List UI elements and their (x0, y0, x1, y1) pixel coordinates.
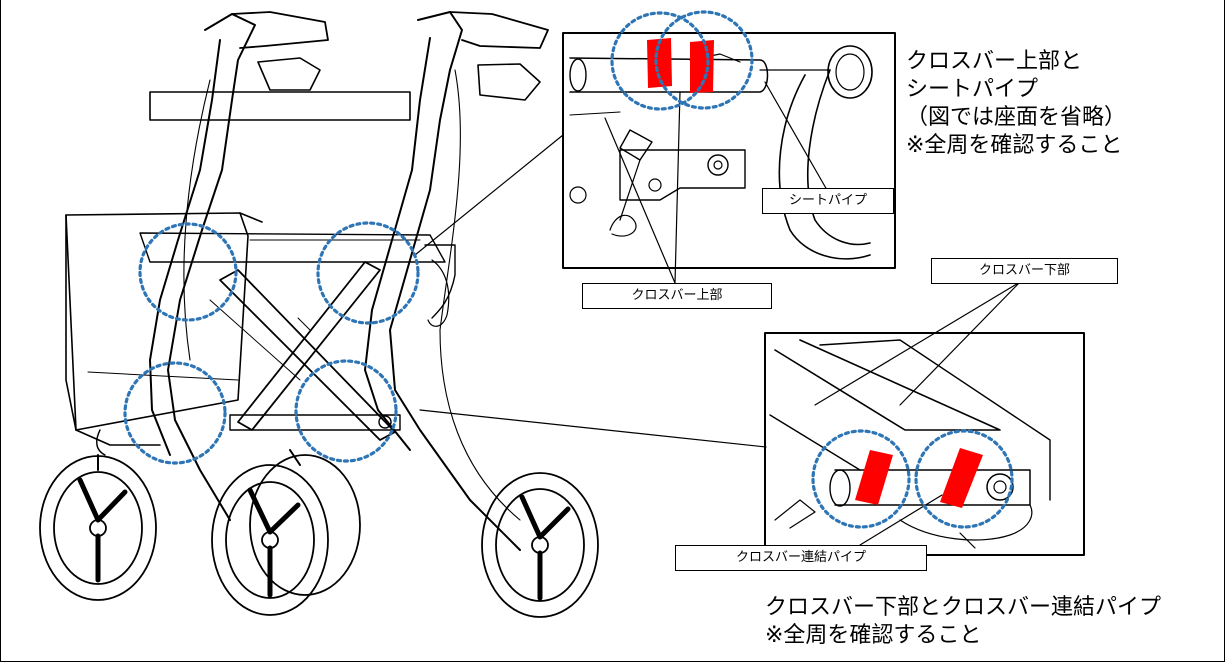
label-crossbar-joint-pipe: クロスバー連結パイプ (675, 545, 927, 571)
label-crossbar-lower: クロスバー下部 (931, 258, 1118, 284)
callout-upper: クロスバー上部と シートパイプ （図では座面を省略） ※全周を確認すること (906, 48, 1126, 160)
detail-inset-lower-icon (764, 332, 1085, 556)
callout-upper-line-4: ※全周を確認すること (906, 133, 1123, 158)
rollator-walker-icon (39, 11, 599, 618)
marker-upper-1 (647, 38, 672, 88)
circle-inset-lower-1 (811, 429, 911, 529)
highlight-circles (123, 10, 1014, 529)
circle-inset-upper-1 (610, 11, 710, 111)
callout-upper-line-1: クロスバー上部と (906, 49, 1083, 74)
circle-seat-right (316, 221, 420, 325)
marker-lower-1 (855, 450, 893, 505)
wheel-front-left (39, 455, 157, 601)
wheel-rear-right (481, 472, 599, 618)
label-seat-pipe: シートパイプ (762, 188, 894, 214)
circle-seat-left (138, 222, 238, 322)
marker-lower-2 (940, 448, 983, 508)
callout-lower-line-2: ※全周を確認すること (765, 623, 982, 648)
leader-lines (414, 81, 1021, 546)
label-crossbar-upper: クロスバー上部 (582, 283, 772, 309)
callout-lower-line-1: クロスバー下部とクロスバー連結パイプ (765, 595, 1162, 620)
callout-upper-line-3: （図では座面を省略） (906, 105, 1127, 130)
callout-upper-line-2: シートパイプ (906, 77, 1039, 102)
wheel-front-right (211, 454, 361, 616)
circle-lower-right (294, 359, 398, 463)
circle-lower-left (123, 361, 227, 465)
callout-lower: クロスバー下部とクロスバー連結パイプ ※全周を確認すること (765, 594, 1161, 650)
circle-inset-lower-2 (914, 429, 1014, 529)
circle-inset-upper-2 (654, 10, 754, 110)
